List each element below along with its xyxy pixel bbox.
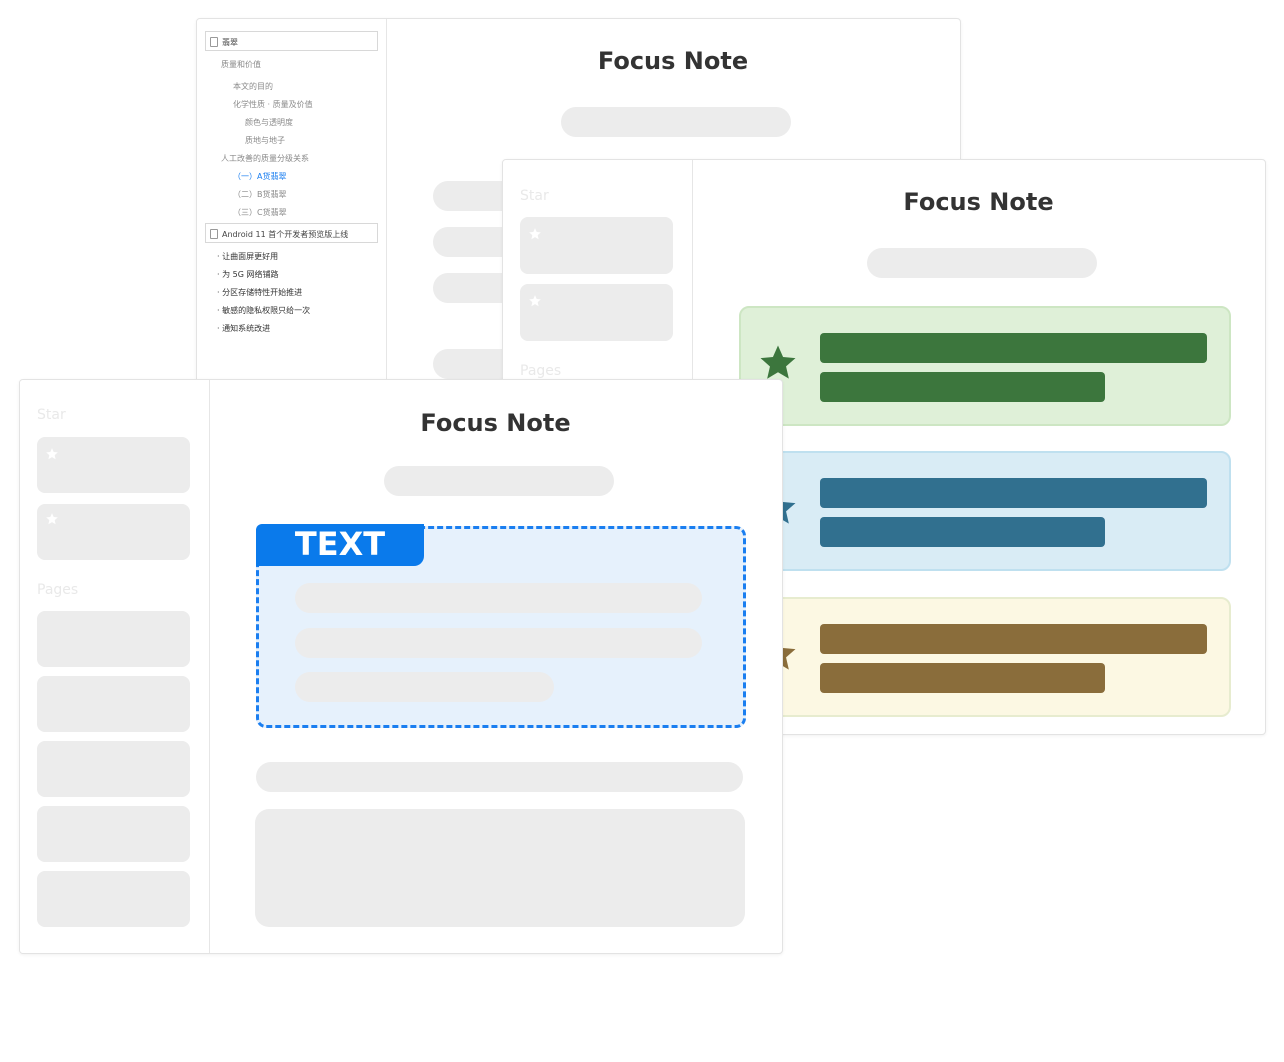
note-line (820, 372, 1105, 402)
star-icon (760, 345, 796, 379)
note-line (820, 624, 1207, 654)
star-icon (529, 295, 541, 307)
outline-item[interactable]: （三）C货翡翠 (233, 208, 287, 217)
outline-item[interactable]: 颜色与透明度 (245, 118, 293, 127)
page-title: Focus Note (597, 47, 749, 75)
outline-doc-jade[interactable]: 翡翠 (205, 31, 378, 51)
page-card[interactable] (37, 741, 190, 797)
starred-card[interactable] (520, 217, 673, 274)
note-blue[interactable] (739, 451, 1231, 571)
text-block-tag: TEXT (256, 524, 424, 566)
text-line-placeholder (295, 628, 702, 658)
note-line (820, 478, 1207, 508)
doc-icon (210, 37, 218, 47)
outline-item[interactable]: （二）B货翡翠 (233, 190, 287, 199)
outline-item[interactable]: 质量和价值 (221, 60, 261, 69)
starred-card[interactable] (37, 504, 190, 560)
note-yellow[interactable] (739, 597, 1231, 717)
outline-doc-android[interactable]: Android 11 首个开发者预览版上线 (205, 223, 378, 243)
text-line-placeholder (295, 672, 554, 702)
subtitle-placeholder (384, 466, 614, 496)
outline-item[interactable]: · 敏感的隐私权限只给一次 (217, 306, 311, 315)
outline-doc-label: 翡翠 (222, 38, 238, 47)
note-line (820, 333, 1207, 363)
page-card[interactable] (37, 611, 190, 667)
content-placeholder (256, 762, 743, 792)
subtitle-placeholder (867, 248, 1097, 278)
sidebar-section-pages: Pages (520, 363, 562, 379)
subtitle-placeholder (561, 107, 791, 137)
outline-item[interactable]: 质地与地子 (245, 136, 285, 145)
outline-item[interactable]: 人工改善的质量分级关系 (221, 154, 309, 163)
page-card[interactable] (37, 806, 190, 862)
outline-doc-label: Android 11 首个开发者预览版上线 (222, 230, 349, 239)
outline-item[interactable]: · 为 5G 网络铺路 (217, 270, 279, 279)
page-title: Focus Note (903, 188, 1054, 216)
star-icon (46, 448, 58, 460)
starred-card[interactable] (520, 284, 673, 341)
note-line (820, 517, 1105, 547)
page-card[interactable] (37, 676, 190, 732)
content-block-placeholder (255, 809, 745, 927)
doc-icon (210, 229, 218, 239)
outline-item[interactable]: · 通知系统改进 (217, 324, 271, 333)
page-card[interactable] (37, 871, 190, 927)
text-sidebar: Star Pages (20, 380, 210, 953)
outline-item-active[interactable]: （一）A货翡翠 (233, 172, 287, 181)
page-title: Focus Note (420, 409, 571, 437)
starred-card[interactable] (37, 437, 190, 493)
text-line-placeholder (295, 583, 702, 613)
outline-item[interactable]: 化学性质 · 质量及价值 (233, 100, 313, 109)
sidebar-section-pages: Pages (37, 582, 79, 598)
note-green[interactable] (739, 306, 1231, 426)
star-icon (46, 513, 58, 525)
window-text: Star Pages Focus Note TEXT (19, 379, 783, 954)
star-icon (529, 228, 541, 240)
outline-item[interactable]: · 让曲面屏更好用 (217, 252, 279, 261)
note-line (820, 663, 1105, 693)
outline-item[interactable]: · 分区存储特性开始推进 (217, 288, 303, 297)
sidebar-section-star: Star (520, 188, 549, 204)
outline-item[interactable]: 本文的目的 (233, 82, 273, 91)
sidebar-section-star: Star (37, 407, 66, 423)
outline-sidebar: 翡翠 质量和价值 本文的目的 化学性质 · 质量及价值 颜色与透明度 质地与地子… (197, 19, 387, 389)
